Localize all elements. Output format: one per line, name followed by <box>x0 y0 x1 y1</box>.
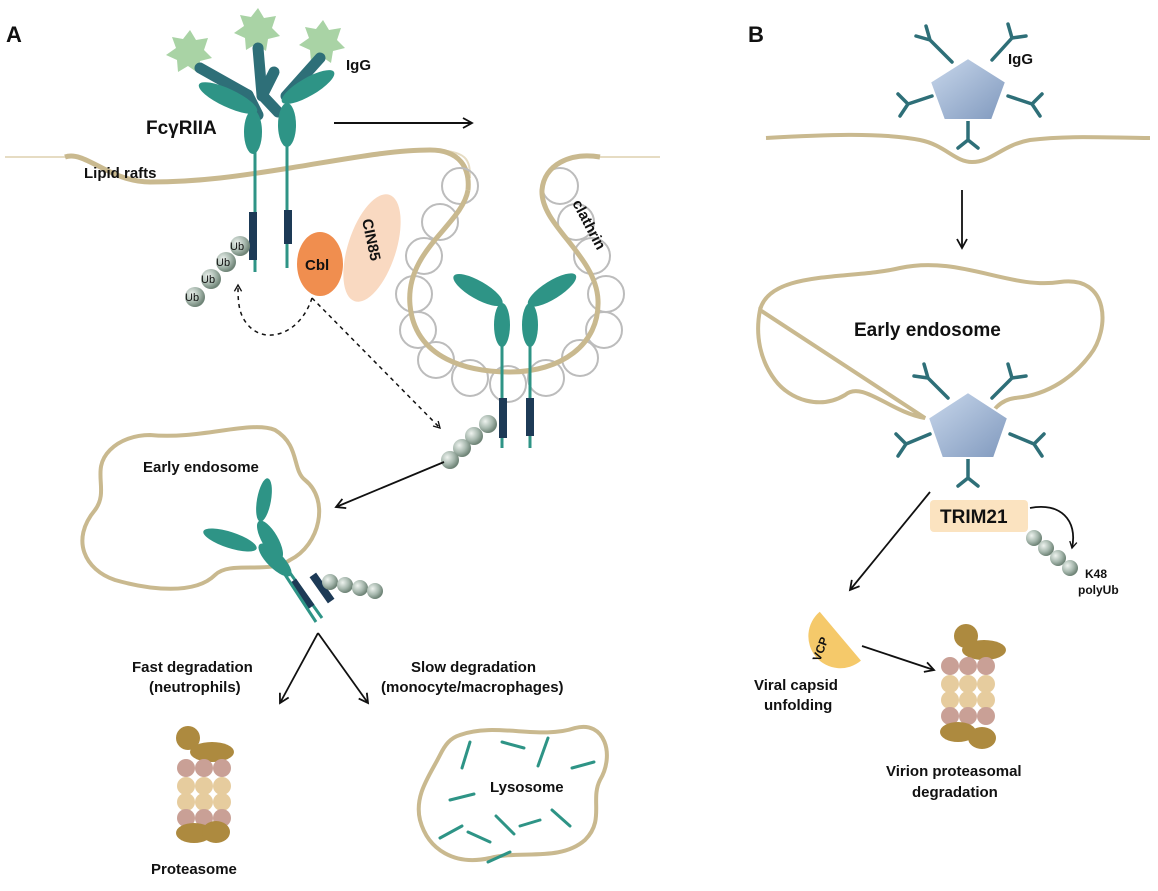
cin85-protein <box>343 194 401 302</box>
pit-receptor-left <box>453 273 510 448</box>
slow-degradation-label-1: Slow degradation <box>411 659 536 676</box>
arrow-to-proteasome-b <box>861 645 936 673</box>
fcgriia-receptor-right <box>278 70 335 268</box>
early-endosome-b <box>756 263 1105 421</box>
proteasome-b <box>940 624 1006 749</box>
ubiquitin <box>185 287 205 307</box>
ubiquitin-label: Ub <box>185 292 199 304</box>
viral-capsid-label-1: Viral capsid <box>754 677 838 694</box>
lipid-rafts-label: Lipid rafts <box>84 165 157 182</box>
arrow-to-vcp <box>848 491 931 592</box>
dashed-arrow-to-endocytosed-receptor <box>311 297 441 429</box>
igg-antibody-complex <box>166 8 345 121</box>
plasma-membrane-b <box>765 132 1151 165</box>
trim21-label: TRIM21 <box>940 507 1008 528</box>
cbl-label: Cbl <box>305 257 329 274</box>
pit-receptor-right <box>522 273 577 448</box>
trim21-box <box>930 500 1028 532</box>
clathrin-label: clathrin <box>568 197 608 253</box>
k48-label-1: K48 <box>1085 567 1107 581</box>
virus-igg-complex-endosome <box>894 362 1046 488</box>
igg-label-b: IgG <box>1008 51 1033 68</box>
lipid-raft-membrane <box>64 147 471 191</box>
proteasome-a <box>176 726 234 843</box>
ubiquitin-label: Ub <box>201 274 215 286</box>
antigen <box>166 30 212 73</box>
ubiquitin-label: Ub <box>230 241 244 253</box>
proteasome-label-a: Proteasome <box>151 861 237 878</box>
pit-ubiquitin-chain <box>441 415 497 469</box>
slow-degradation-label-2: (monocyte/macrophages) <box>381 679 564 696</box>
cbl-protein <box>297 232 343 296</box>
early-endosome-label-a: Early endosome <box>143 459 259 476</box>
ubiquitin-chain: Ub Ub Ub Ub <box>185 236 250 307</box>
clathrin-pit-membrane <box>407 153 601 375</box>
arrow-fast-degradation <box>278 632 319 705</box>
fcgriia-receptor-left <box>198 82 262 272</box>
ubiquitin <box>201 269 221 289</box>
lysosome-label: Lysosome <box>490 779 564 796</box>
endosome-receptors <box>203 478 335 623</box>
dashed-arrow-ubiquitination <box>233 283 313 336</box>
k48-label-2: polyUb <box>1078 583 1119 597</box>
fast-degradation-label-2: (neutrophils) <box>149 679 241 696</box>
clathrin-coat <box>395 167 625 403</box>
endosome-ubiquitin-chain <box>322 574 383 599</box>
antigen <box>299 20 345 63</box>
arrow-to-early-endosome-a <box>334 461 445 510</box>
panel-a-letter: A <box>6 22 22 47</box>
fast-degradation-label-1: Fast degradation <box>132 659 253 676</box>
ubiquitin <box>230 236 250 256</box>
lysosome-contents <box>438 736 596 864</box>
early-endosome-a <box>80 425 322 591</box>
arrow-slow-degradation <box>317 632 370 705</box>
lysosome <box>416 724 609 862</box>
panel-b-letter: B <box>748 22 764 47</box>
antigen <box>234 8 280 51</box>
early-endosome-label-b: Early endosome <box>854 320 1001 341</box>
ubiquitin <box>216 252 236 272</box>
arrow-ubiquitination-b <box>1029 506 1078 550</box>
igg-label-a: IgG <box>346 57 371 74</box>
virus-igg-complex-top <box>896 22 1044 150</box>
virion-degradation-label-1: Virion proteasomal <box>886 763 1022 780</box>
vcp-protein <box>808 611 861 669</box>
fcgriia-label: FcγRIIA <box>146 118 217 139</box>
k48-polyub-chain <box>1026 530 1078 576</box>
virion-degradation-label-2: degradation <box>912 784 998 801</box>
ubiquitin-label: Ub <box>216 257 230 269</box>
viral-capsid-label-2: unfolding <box>764 697 832 714</box>
